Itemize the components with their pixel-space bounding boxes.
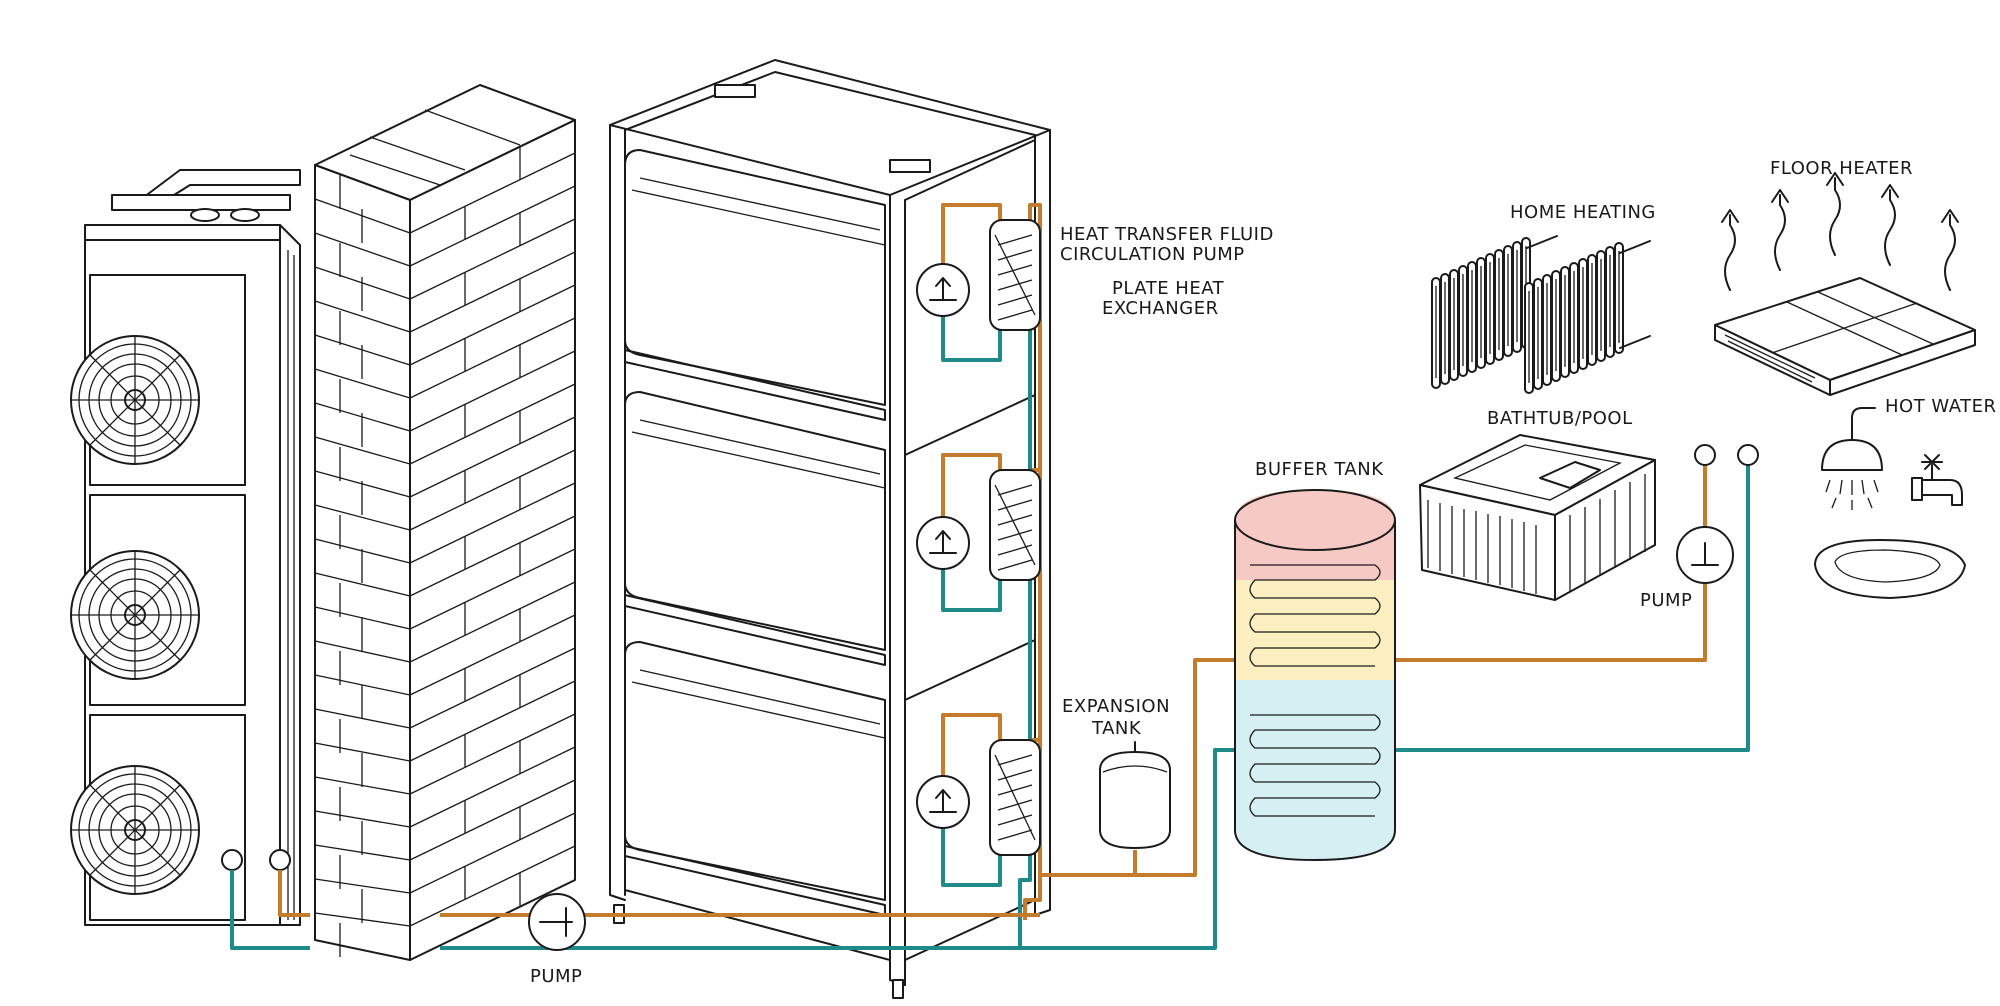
home-heating-label: HOME HEATING <box>1510 202 1656 223</box>
faucet-icon <box>1911 454 1963 506</box>
bathtub-icon <box>1419 434 1656 601</box>
heat-wave-arrow-icon <box>1771 189 1789 271</box>
pump-right-label: PUMP <box>1640 590 1692 611</box>
heat-wave-arrow-icon <box>1721 209 1739 291</box>
heat-transfer-pump-label-line2: CIRCULATION PUMP <box>1060 244 1245 265</box>
bathtub-pool-label: BATHTUB/POOL <box>1487 408 1633 429</box>
fan-icon <box>70 335 200 465</box>
shower-icon <box>1821 407 1883 510</box>
port-icon <box>1737 444 1759 466</box>
heat-transfer-pump-label-line1: HEAT TRANSFER FLUID <box>1060 224 1274 245</box>
brick-wall-icon <box>314 84 576 961</box>
hot-water-label: HOT WATER <box>1885 396 1997 417</box>
heat-wave-arrow-icon <box>1941 209 1959 291</box>
plate-heat-exchanger-icon <box>989 469 1041 581</box>
pump-icon <box>916 263 970 317</box>
pump-icon <box>916 775 970 829</box>
expansion-tank-icon <box>1099 741 1171 849</box>
radiator-icon <box>1524 240 1651 394</box>
floor-heater-label: FLOOR HEATER <box>1770 158 1913 179</box>
heat-wave-arrow-icon <box>1881 184 1899 266</box>
plate-heat-exchanger-label-line1: PLATE HEAT <box>1112 278 1225 299</box>
pump-bottom-label: PUMP <box>530 966 582 987</box>
port-icon <box>1694 444 1716 466</box>
heat-wave-arrow-icon <box>1826 172 1844 256</box>
pump-icon <box>916 516 970 570</box>
pump-icon <box>528 893 586 951</box>
floor-heater-icon <box>1714 277 1976 396</box>
pump-icon <box>1676 526 1734 584</box>
plate-heat-exchanger-icon <box>989 219 1041 331</box>
fan-icon <box>70 765 200 895</box>
plate-heat-exchanger-label-line2: EXCHANGER <box>1102 298 1219 319</box>
outdoor-unit <box>70 169 301 926</box>
fan-icon <box>70 550 200 680</box>
buffer-tank-icon <box>1234 489 1396 861</box>
buffer-tank-label: BUFFER TANK <box>1255 459 1384 480</box>
expansion-tank-label-line2: TANK <box>1091 718 1142 739</box>
pipe-network <box>230 203 1750 950</box>
sink-icon <box>1814 539 1966 599</box>
plate-heat-exchanger-icon <box>989 739 1041 856</box>
expansion-tank-label-line1: EXPANSION <box>1062 696 1170 717</box>
indoor-unit-rack <box>609 59 1051 999</box>
